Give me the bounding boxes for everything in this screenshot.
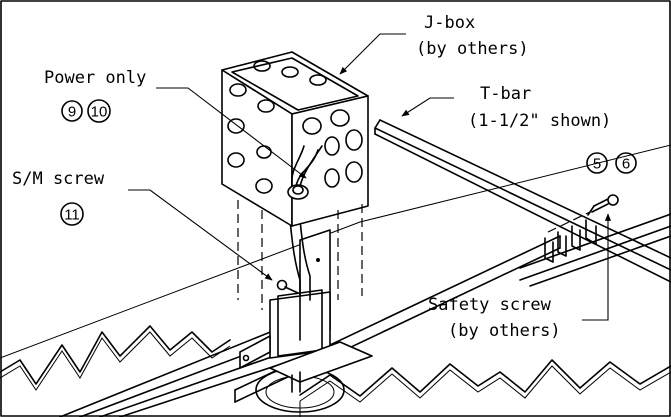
projection-lines	[237, 200, 363, 310]
callout-9: 9	[61, 100, 83, 122]
j-box-label: J-box	[424, 13, 475, 33]
rear-t-bar	[374, 119, 671, 283]
svg-text:5: 5	[593, 156, 601, 173]
ceiling-plane-edge	[0, 144, 671, 359]
t-bar-size-label: (1-1/2" shown)	[468, 111, 611, 131]
end-clips	[544, 219, 597, 263]
safety-screw-label: Safety screw	[428, 295, 552, 315]
label-safety-screw: Safety screw (by others)	[428, 295, 561, 341]
ceiling-tile-edges	[0, 325, 671, 417]
j-box	[221, 51, 369, 227]
leader-lines	[128, 33, 612, 321]
callout-6: 6	[615, 152, 637, 174]
mounting-bracket	[239, 229, 373, 393]
sm-screw	[276, 279, 299, 294]
label-t-bar: T-bar (1-1/2" shown)	[468, 84, 611, 131]
svg-text:6: 6	[622, 156, 630, 173]
svg-text:9: 9	[68, 104, 76, 121]
sm-screw-label: S/M screw	[12, 169, 105, 189]
svg-text:10: 10	[91, 104, 108, 121]
callout-5: 5	[586, 152, 608, 174]
t-bar-label: T-bar	[480, 84, 531, 104]
j-box-by-others-label: (by others)	[416, 39, 529, 59]
safety-screw	[547, 194, 619, 233]
conduit	[289, 219, 311, 341]
svg-text:11: 11	[64, 207, 80, 224]
safety-screw-by-others-label: (by others)	[448, 321, 561, 341]
power-only-label: Power only	[44, 68, 146, 88]
callout-11: 11	[60, 202, 84, 226]
cross-t-bar	[519, 213, 671, 287]
callout-10: 10	[87, 99, 111, 123]
label-j-box: J-box (by others)	[416, 13, 529, 59]
